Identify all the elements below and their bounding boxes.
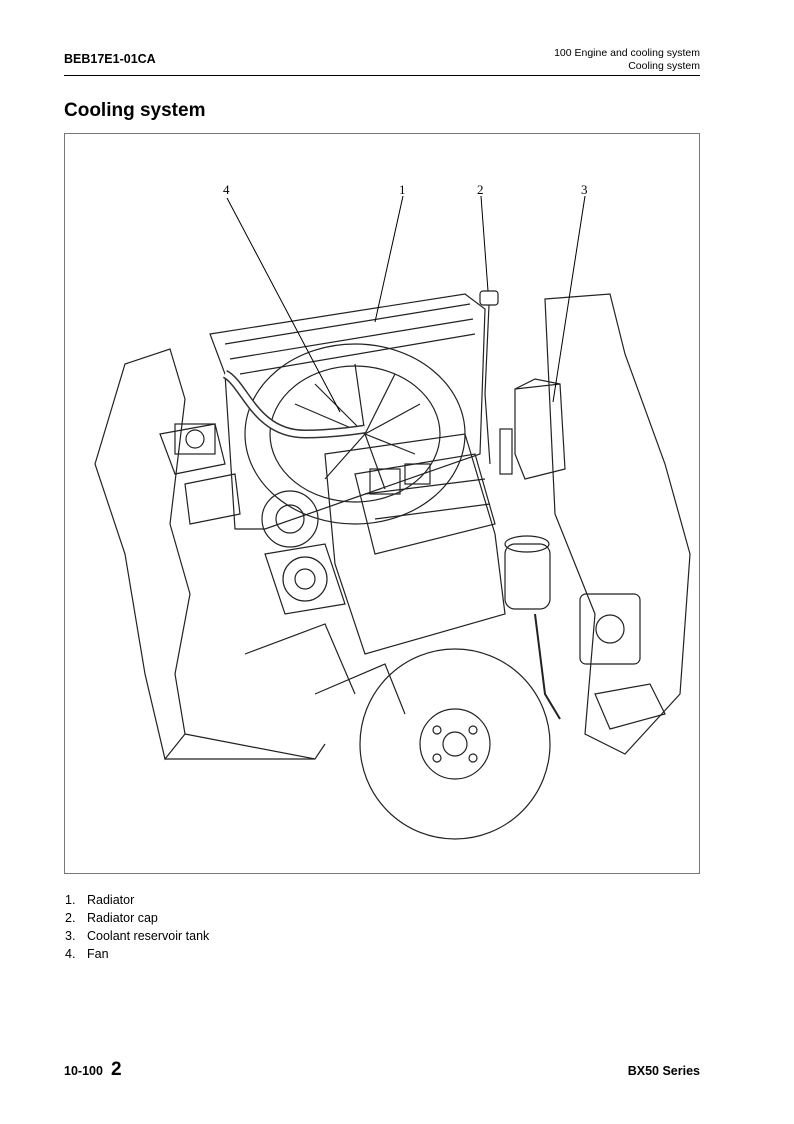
- engine-illustration: 4 1 2 3: [64, 133, 700, 874]
- series-name: BX50 Series: [627, 1064, 700, 1078]
- radiator-cap-drawing: [479, 290, 499, 306]
- section-heading: 100 Engine and cooling system Cooling sy…: [554, 47, 700, 73]
- callout-2: 2: [477, 182, 484, 197]
- legend-item-fan: 4.Fan: [65, 947, 109, 961]
- right-frame-drawing: [544, 293, 691, 755]
- subsection-title: Cooling system: [628, 60, 700, 72]
- filter-drawing: [504, 543, 551, 610]
- radiator-shroud-drawing: [209, 293, 486, 530]
- document-code: BEB17E1-01CA: [64, 52, 156, 66]
- flywheel-drawing: [359, 648, 551, 840]
- callout-3: 3: [581, 182, 588, 197]
- legend-item-radiator: 1.Radiator: [65, 893, 135, 907]
- section-title: 100 Engine and cooling system: [554, 47, 700, 59]
- header-divider: [64, 75, 700, 76]
- engine-block-drawing: [324, 433, 506, 655]
- revision-number: 2: [110, 1059, 122, 1080]
- legend-item-reservoir-tank: 3.Coolant reservoir tank: [65, 929, 210, 943]
- engine-drawing: 4 1 2 3: [94, 182, 691, 840]
- callout-1: 1: [399, 182, 406, 197]
- page-title: Cooling system: [64, 100, 206, 121]
- footer-page-info: 10-100 2: [64, 1059, 122, 1081]
- left-frame-drawing: [94, 348, 191, 761]
- reservoir-tank-drawing: [514, 383, 566, 480]
- page-number: 10-100: [64, 1064, 103, 1078]
- callout-4: 4: [223, 182, 230, 197]
- legend-item-radiator-cap: 2.Radiator cap: [65, 911, 158, 925]
- component-legend: 1.Radiator 2.Radiator cap 3.Coolant rese…: [65, 891, 209, 963]
